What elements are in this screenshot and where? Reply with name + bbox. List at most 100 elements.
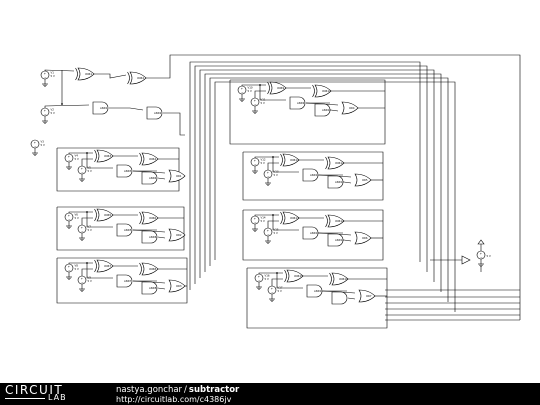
xor-gate[interactable]: XOR10 xyxy=(312,84,332,98)
or-gate[interactable]: OR6 xyxy=(354,231,372,245)
and-gate[interactable]: AND1 xyxy=(92,101,109,115)
xor-gate[interactable]: XOR14 xyxy=(325,214,345,228)
minus-sign: − xyxy=(81,280,84,284)
voltage-source[interactable]: +−V15 V xyxy=(40,71,55,87)
wire xyxy=(259,85,286,101)
source-value: 5 V xyxy=(75,216,79,220)
xor-gate-curve xyxy=(94,149,97,163)
plus-sign: + xyxy=(258,274,261,278)
xor-gate[interactable]: XOR7 xyxy=(94,259,114,273)
or-gate-body xyxy=(341,101,359,115)
and-gate[interactable]: AND14 xyxy=(327,233,344,247)
plus-sign: + xyxy=(254,216,257,220)
voltage-source[interactable]: +−V45 V xyxy=(64,154,79,170)
source-value: 5 V xyxy=(274,231,278,235)
voltage-source[interactable]: +−5 V xyxy=(476,250,491,267)
output-indicator[interactable] xyxy=(461,255,471,265)
and-gate[interactable]: AND11 xyxy=(302,168,319,182)
gate-label: AND10 xyxy=(322,108,331,112)
source-name: V6 xyxy=(75,213,79,217)
and-gate[interactable] xyxy=(331,291,348,305)
gate-label: XOR16 xyxy=(339,277,348,281)
source-name: V8 xyxy=(75,264,79,268)
xor-gate[interactable]: XOR13 xyxy=(280,211,300,225)
or-gate[interactable]: OR2 xyxy=(168,228,186,242)
or-gate[interactable]: OR5 xyxy=(354,173,372,187)
wire xyxy=(267,220,279,228)
and-gate[interactable]: AND13 xyxy=(302,226,319,240)
or-gate[interactable]: OR1 xyxy=(168,169,186,183)
voltage-source[interactable]: +−V75 V xyxy=(77,225,92,241)
xor-gate[interactable]: XOR5 xyxy=(94,208,114,222)
xor-gate[interactable]: XOR11 xyxy=(280,153,300,167)
circuit-url[interactable]: http://circuitlab.com/c4386jv xyxy=(116,395,232,404)
source-name: V17 xyxy=(278,286,283,290)
and-gate[interactable]: AND7 xyxy=(116,274,133,288)
voltage-source[interactable]: +−V25 V xyxy=(40,108,55,124)
xor-gate[interactable]: XOR1 xyxy=(75,67,95,81)
xor-gate[interactable]: XOR12 xyxy=(325,156,345,170)
wire xyxy=(267,162,279,170)
junction-dot xyxy=(86,211,88,213)
xor-gate[interactable]: XOR2 xyxy=(127,71,147,85)
xor-gate-body xyxy=(282,153,300,167)
source-name: V11 xyxy=(261,98,266,102)
and-gate[interactable]: AND8 xyxy=(141,281,158,295)
and-gate[interactable]: AND12 xyxy=(327,175,344,189)
voltage-source[interactable]: +−V65 V xyxy=(64,213,79,229)
and-gate[interactable]: AND5 xyxy=(116,223,133,237)
and-gate[interactable]: AND10 xyxy=(314,103,331,117)
wire xyxy=(254,90,266,98)
xor-gate-curve xyxy=(329,272,332,286)
xor-gate[interactable]: XOR16 xyxy=(329,272,349,286)
and-gate[interactable]: AND4 xyxy=(141,171,158,185)
and-gate[interactable]: AND15 xyxy=(306,284,323,298)
voltage-source[interactable]: +−V95 V xyxy=(77,276,92,292)
voltage-source[interactable]: +−V35 V xyxy=(30,140,45,156)
xor-gate[interactable]: XOR8 xyxy=(139,262,159,276)
gate-label: AND1 xyxy=(100,106,108,110)
and-gate[interactable]: AND2 xyxy=(146,106,163,120)
or-gate[interactable]: OR7 xyxy=(358,289,376,303)
xor-gate[interactable]: XOR4 xyxy=(139,152,159,166)
source-name: V5 xyxy=(88,166,92,170)
wire xyxy=(209,77,449,302)
circuitlab-logo[interactable]: CIRCUIT LAB xyxy=(3,383,98,404)
gate-label: XOR6 xyxy=(149,216,156,220)
and-gate[interactable]: AND6 xyxy=(141,230,158,244)
and-gate[interactable]: AND9 xyxy=(289,96,306,110)
author-name[interactable]: nastya.gonchar xyxy=(116,385,183,395)
source-value: 5 V xyxy=(261,101,265,105)
xor-gate-body xyxy=(269,81,287,95)
voltage-source[interactable]: +−V55 V xyxy=(77,166,92,182)
source-name: V10 xyxy=(248,86,253,90)
source-value: 5 V xyxy=(88,169,92,173)
xor-gate[interactable]: XOR15 xyxy=(284,269,304,283)
or-gate[interactable]: OR4 xyxy=(341,101,359,115)
plus-sign: + xyxy=(81,225,84,229)
gate-label: AND6 xyxy=(149,235,157,239)
and-gate-body xyxy=(314,103,331,117)
gate-label: XOR15 xyxy=(294,274,303,278)
and-gate[interactable]: AND3 xyxy=(116,164,133,178)
minus-sign: − xyxy=(254,102,257,106)
xor-gate[interactable]: XOR9 xyxy=(267,81,287,95)
gate-label: OR4 xyxy=(349,106,355,110)
xor-gate[interactable]: XOR3 xyxy=(94,149,114,163)
or-gate[interactable]: OR3 xyxy=(168,279,186,293)
and-gate-body xyxy=(116,274,133,288)
wire xyxy=(163,112,185,136)
voltage-source[interactable]: +−V85 V xyxy=(64,264,79,280)
xor-gate[interactable]: XOR6 xyxy=(139,211,159,225)
xor-gate-body xyxy=(286,269,304,283)
gate-label: XOR2 xyxy=(137,76,144,80)
